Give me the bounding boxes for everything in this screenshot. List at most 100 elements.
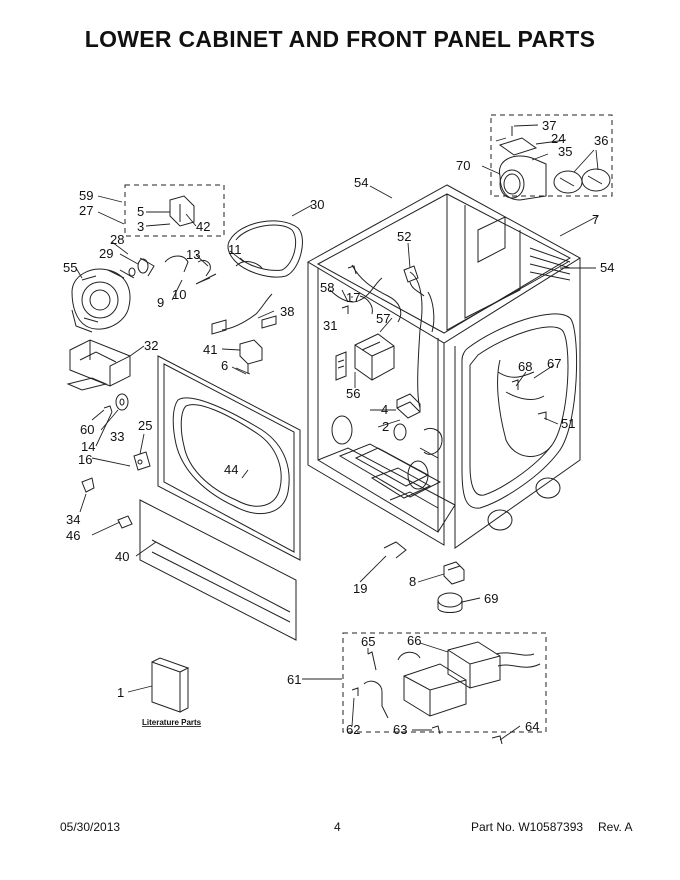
callout-17: 17: [346, 290, 360, 305]
callout-55: 55: [63, 260, 77, 275]
toe-panel: [139, 499, 297, 641]
callout-40: 40: [115, 549, 129, 564]
washer-part: [115, 393, 129, 411]
callout-67: 67: [547, 356, 561, 371]
part-24: [498, 126, 538, 156]
callout-24: 24: [551, 131, 565, 146]
bracket-part: [69, 339, 131, 387]
part-41: [239, 339, 263, 374]
callout-3: 3: [137, 219, 144, 234]
bumper-part: [117, 515, 133, 529]
group-box-top-left: [124, 184, 225, 237]
footer-part-number: Part No. W10587393: [471, 820, 584, 834]
callout-6: 6: [221, 358, 228, 373]
harness-part: [211, 293, 277, 335]
motor-part: [71, 268, 135, 333]
callout-60: 60: [80, 422, 94, 437]
page-title: LOWER CABINET AND FRONT PANEL PARTS: [84, 26, 596, 52]
footer-page-number: 4: [334, 820, 341, 834]
callout-57: 57: [376, 311, 390, 326]
callout-29: 29: [99, 246, 113, 261]
callout-33: 33: [110, 429, 124, 444]
footer-revision: Rev. A: [598, 820, 633, 834]
callout-61: 61: [287, 672, 301, 687]
duct-part-35: [498, 155, 547, 201]
cap-part-36: [553, 168, 611, 194]
callout-35: 35: [558, 144, 572, 159]
callout-59: 59: [79, 188, 93, 203]
callout-13: 13: [186, 247, 200, 262]
callout-68: 68: [518, 359, 532, 374]
screw-part-34: [81, 477, 95, 493]
callout-2: 2: [382, 419, 389, 434]
part-52: [403, 265, 425, 297]
belt-part: [227, 220, 303, 278]
callout-30: 30: [310, 197, 324, 212]
label-part: [66, 377, 108, 391]
front-panel: [157, 355, 301, 561]
callout-62: 62: [346, 722, 360, 737]
screw-part-51: [537, 411, 547, 420]
valve-part-66: [397, 641, 541, 717]
callout-51: 51: [561, 416, 575, 431]
callout-4: 4: [381, 402, 388, 417]
callout-9: 9: [157, 295, 164, 310]
callout-54-right: 54: [600, 260, 614, 275]
part-62: [351, 687, 359, 696]
part-19: [383, 541, 407, 559]
callout-69: 69: [484, 591, 498, 606]
callout-10: 10: [172, 287, 186, 302]
callout-11: 11: [228, 242, 242, 257]
pulley-part: [128, 257, 155, 277]
literature-book: [151, 657, 190, 713]
callout-32: 32: [144, 338, 158, 353]
callout-16: 16: [78, 452, 92, 467]
callout-19: 19: [353, 581, 367, 596]
screw-part-64: [491, 735, 503, 745]
screw-part-63: [431, 725, 441, 735]
callout-70: 70: [456, 158, 470, 173]
callout-8: 8: [409, 574, 416, 589]
callout-56: 56: [346, 386, 360, 401]
callout-41: 41: [203, 342, 217, 357]
group-box-bottom: [342, 632, 547, 733]
foot-part-8: [443, 561, 465, 585]
leader-lines: [75, 124, 599, 741]
foot-part-69: [437, 592, 463, 613]
callout-5: 5: [137, 204, 144, 219]
callout-44: 44: [224, 462, 238, 477]
cabinet-illustration: [306, 184, 581, 549]
part-14: [103, 405, 113, 413]
screw-part-58: [341, 305, 349, 314]
callout-36: 36: [594, 133, 608, 148]
callout-14: 14: [81, 439, 95, 454]
callout-66: 66: [407, 633, 421, 648]
part-17: [347, 265, 357, 275]
callout-31: 31: [323, 318, 337, 333]
callout-27: 27: [79, 203, 93, 218]
footer-date: 05/30/2013: [60, 820, 121, 834]
callout-42: 42: [196, 219, 210, 234]
callout-25: 25: [138, 418, 152, 433]
callout-1: 1: [117, 685, 124, 700]
part-68: [505, 379, 545, 400]
group-box-top-right: [490, 114, 613, 197]
callout-52: 52: [397, 229, 411, 244]
callout-58: 58: [320, 280, 334, 295]
callout-63: 63: [393, 722, 407, 737]
callout-64: 64: [525, 719, 539, 734]
part-42: [169, 195, 195, 227]
part-56: [335, 351, 347, 381]
callout-54-top: 54: [354, 175, 368, 190]
latch-part: [133, 451, 151, 471]
part-4: [396, 393, 421, 419]
callout-65: 65: [361, 634, 375, 649]
transformer-part: [354, 333, 395, 381]
callout-37: 37: [542, 118, 556, 133]
callout-labels: 1 2 3 4 5 6 7 8 9 10 11 13 14 16 17 19 2…: [63, 118, 614, 737]
callout-38: 38: [280, 304, 294, 319]
literature-parts-label: Literature Parts: [142, 718, 202, 727]
callout-7: 7: [592, 212, 599, 227]
callout-46: 46: [66, 528, 80, 543]
